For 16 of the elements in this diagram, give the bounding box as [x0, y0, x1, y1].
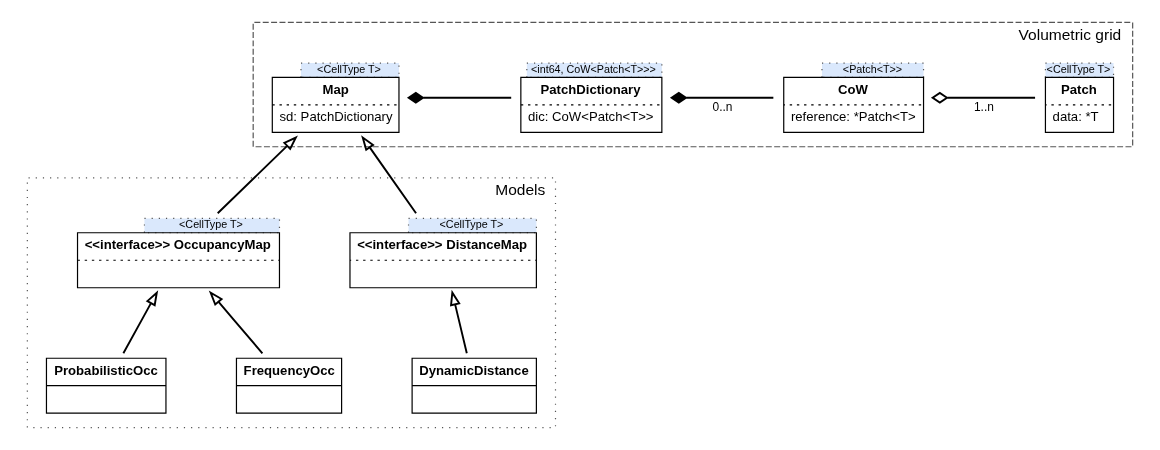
node-label: <CellType T> [1046, 62, 1111, 75]
connector [930, 91, 1037, 104]
arrow [208, 290, 264, 355]
edge-label: 0..n [712, 99, 733, 114]
node-label: <CellType T> [179, 218, 243, 231]
node-label: <CellType T> [439, 218, 504, 231]
node-label: <CellType T> [317, 62, 381, 75]
node-label: <Patch<T>> [842, 62, 903, 75]
edge-label: 1..n [973, 99, 994, 114]
node-label: <int64, CoW<Patch<T>>> [531, 62, 656, 75]
connector [406, 91, 513, 104]
arrow [122, 290, 159, 355]
arrow [361, 135, 417, 215]
arrow [449, 289, 468, 355]
connector [669, 91, 775, 104]
arrow [216, 135, 298, 215]
